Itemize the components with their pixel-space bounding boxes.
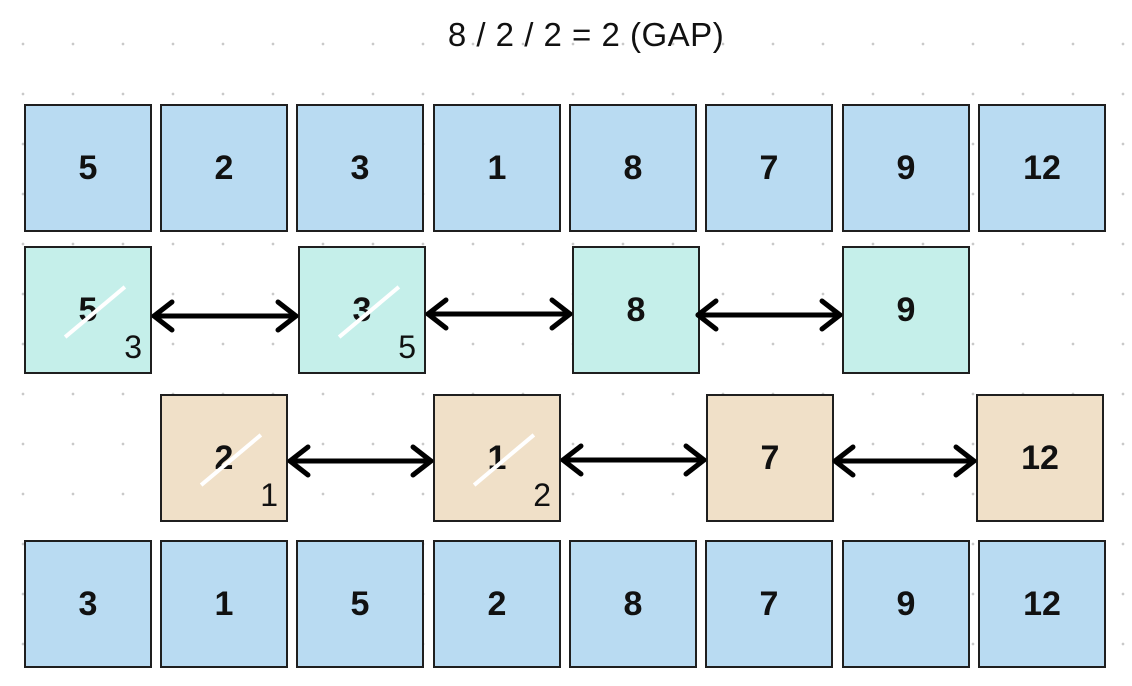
cell-value: 2 — [214, 148, 234, 187]
tan-group-cell: 12 — [976, 394, 1104, 522]
result-cell: 1 — [160, 540, 288, 668]
cell-value: 8 — [626, 290, 646, 329]
cell-value: 5 — [350, 584, 370, 623]
cell-value: 12 — [1021, 438, 1059, 477]
teal-group-cell: 5 3 — [24, 246, 152, 374]
double-arrow-icon — [695, 298, 843, 332]
cell-value: 9 — [896, 584, 916, 623]
new-value: 1 — [260, 477, 278, 513]
original-cell: 12 — [978, 104, 1106, 232]
cell-value: 3 — [350, 148, 370, 187]
teal-group-cell: 3 5 — [298, 246, 426, 374]
double-arrow-icon — [425, 297, 573, 331]
original-cell: 9 — [842, 104, 970, 232]
cell-value: 1 — [214, 584, 234, 623]
result-cell: 3 — [24, 540, 152, 668]
cell-value: 12 — [1023, 584, 1061, 623]
teal-group-cell: 8 — [572, 246, 700, 374]
double-arrow-icon — [287, 444, 434, 478]
cell-value: 5 — [78, 148, 98, 187]
cell-value: 7 — [760, 438, 780, 477]
tan-group-cell: 7 — [706, 394, 834, 522]
result-cell: 7 — [705, 540, 833, 668]
tan-group-cell: 2 1 — [160, 394, 288, 522]
cell-value: 8 — [623, 148, 643, 187]
result-cell: 8 — [569, 540, 697, 668]
cell-value: 9 — [896, 148, 916, 187]
new-value: 5 — [398, 329, 416, 365]
result-cell: 12 — [978, 540, 1106, 668]
original-cell: 8 — [569, 104, 697, 232]
result-cell: 5 — [296, 540, 424, 668]
original-cell: 3 — [296, 104, 424, 232]
cell-value: 1 — [487, 148, 507, 187]
double-arrow-icon — [560, 443, 707, 477]
original-cell: 5 — [24, 104, 152, 232]
cell-value: 8 — [623, 584, 643, 623]
new-value: 3 — [124, 329, 142, 365]
teal-group-cell: 9 — [842, 246, 970, 374]
tan-group-cell: 1 2 — [433, 394, 561, 522]
cell-value: 12 — [1023, 148, 1061, 187]
result-cell: 9 — [842, 540, 970, 668]
double-arrow-icon — [832, 444, 977, 478]
original-cell: 7 — [705, 104, 833, 232]
cell-value: 7 — [759, 584, 779, 623]
cell-value: 3 — [78, 584, 98, 623]
original-cell: 1 — [433, 104, 561, 232]
double-arrow-icon — [151, 299, 299, 333]
new-value: 2 — [533, 477, 551, 513]
cell-value: 2 — [487, 584, 507, 623]
result-cell: 2 — [433, 540, 561, 668]
original-cell: 2 — [160, 104, 288, 232]
diagram-title: 8 / 2 / 2 = 2 (GAP) — [447, 16, 725, 53]
cell-value: 9 — [896, 290, 916, 329]
cell-value: 7 — [759, 148, 779, 187]
